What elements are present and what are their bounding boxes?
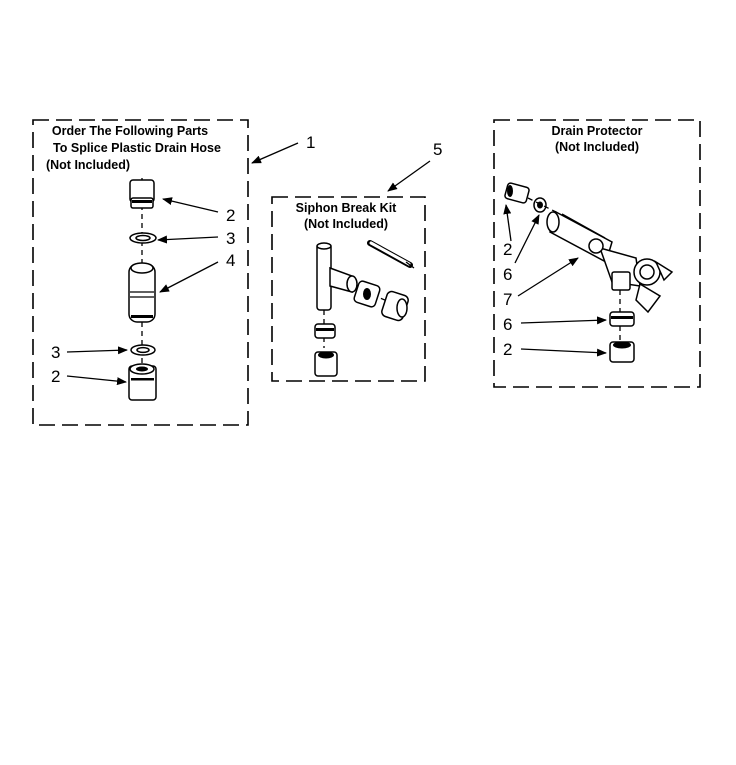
drain-protector-group: Drain Protector (Not Included)	[493, 119, 701, 388]
hose-clamp-part-bottom	[130, 344, 156, 356]
drain-protector-title-line-1: Drain Protector	[552, 124, 643, 138]
siphon-break-kit-group: Siphon Break Kit (Not Included) 5	[271, 140, 442, 382]
drain-protector-dashed-box	[493, 119, 701, 388]
drain-cup-part-right	[609, 341, 635, 363]
siphon-nut-part	[353, 280, 381, 308]
siphon-cup-part	[314, 351, 338, 377]
hose-coupling-part-top	[129, 179, 155, 209]
callout-6-drain-left: 6	[503, 265, 512, 284]
callout-3-bottom: 3	[51, 343, 60, 362]
siphon-ring-part	[314, 323, 336, 339]
drain-protector-body-part	[546, 210, 674, 314]
hose-connector-part	[128, 262, 156, 323]
drain-gasket-part-right	[609, 311, 635, 327]
hose-coupling-part-bottom	[128, 363, 157, 401]
splice-kit-title-line-2: To Splice Plastic Drain Hose	[53, 141, 221, 155]
hose-clamp-part-top	[129, 232, 157, 244]
siphon-valve-part	[381, 290, 409, 322]
siphon-tee-fitting-part	[316, 242, 358, 311]
callout-3-top: 3	[226, 229, 235, 248]
callout-7: 7	[503, 290, 512, 309]
splice-kit-dashed-box	[32, 119, 249, 426]
drain-protector-title-line-2: (Not Included)	[555, 140, 639, 154]
siphon-kit-title-line-1: Siphon Break Kit	[296, 201, 398, 215]
callout-6-drain-right: 6	[503, 315, 512, 334]
siphon-tube-part	[367, 240, 415, 269]
drain-cup-part-left	[504, 182, 530, 204]
callout-4: 4	[226, 251, 235, 270]
siphon-kit-dashed-box	[271, 196, 426, 382]
splice-kit-group: Order The Following Parts To Splice Plas…	[32, 119, 315, 426]
callout-5: 5	[433, 140, 442, 159]
siphon-kit-title-line-2: (Not Included)	[304, 217, 388, 231]
drain-gasket-part-left	[533, 197, 547, 213]
callout-2-drain-right: 2	[503, 340, 512, 359]
splice-kit-title-line-3: (Not Included)	[46, 158, 130, 172]
splice-kit-title-line-1: Order The Following Parts	[52, 124, 208, 138]
callout-2-top: 2	[226, 206, 235, 225]
callout-2-drain-left: 2	[503, 240, 512, 259]
callout-1: 1	[306, 133, 315, 152]
callout-2-bottom: 2	[51, 367, 60, 386]
